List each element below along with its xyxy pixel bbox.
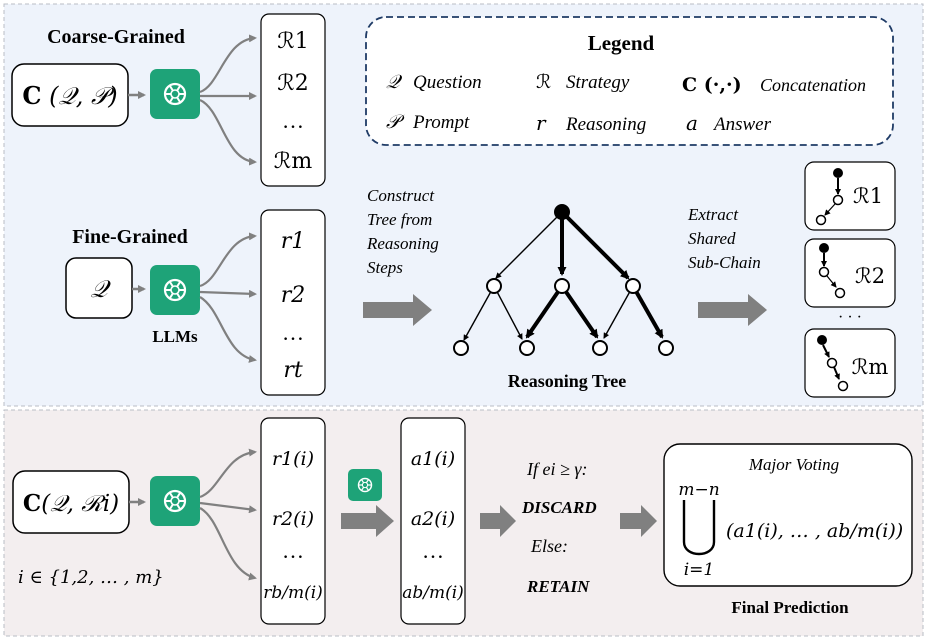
condition-text: If ei ≥ γ: <box>526 459 587 479</box>
subchain-1: ℛ1 <box>804 161 896 231</box>
else-text: Else: <box>530 536 568 556</box>
answer-1: a1(i) <box>411 448 455 470</box>
construct-arrow <box>363 294 432 326</box>
fine-output-2: r2 <box>281 283 306 308</box>
answer-arrow <box>341 505 394 537</box>
answer-last: ab/m(i) <box>402 583 464 603</box>
voting-title: Major Voting <box>748 455 839 474</box>
legend-symbol-concat: C (·,·) <box>682 74 742 96</box>
union-upper: m−n <box>678 480 719 500</box>
subchain-m: ℛm <box>804 328 896 398</box>
union-lower: i=1 <box>684 560 715 580</box>
voting-expression: (a1(i), … , ab/m(i)) <box>726 520 903 542</box>
legend-text-question: Question <box>413 72 482 93</box>
construct-line-3: Reasoning <box>366 234 439 253</box>
voting-box <box>663 443 913 587</box>
reasoning-tree <box>453 204 674 356</box>
extract-line-2: Shared <box>688 229 736 248</box>
index-range: i ∈ {1,2, … , m} <box>18 567 164 588</box>
extract-line-3: Sub-Chain <box>688 253 761 272</box>
fine-input: 𝒬 <box>90 275 111 303</box>
svg-text:ℛ1: ℛ1 <box>853 184 883 208</box>
reasoning-output-last: rb/m(i) <box>263 583 323 603</box>
discard-text: DISCARD <box>521 498 597 517</box>
legend-symbol-strategy: ℛ <box>536 71 551 93</box>
fine-output-1: r1 <box>281 229 306 254</box>
retain-text: RETAIN <box>526 577 590 596</box>
legend-text-prompt: Prompt <box>412 112 470 133</box>
extract-line-1: Extract <box>687 205 739 224</box>
subchain-dots: · · · <box>838 309 862 326</box>
svg-text:ℛm: ℛm <box>852 355 889 379</box>
answer-box <box>400 417 466 625</box>
bottom-input: C(𝒬, ℛi) <box>23 490 119 517</box>
filter-arrow <box>480 505 516 537</box>
coarse-output-2: ℛ2 <box>277 71 309 96</box>
coarse-output-box <box>260 13 326 187</box>
voting-arrow <box>620 505 657 537</box>
coarse-output-dots: … <box>282 108 304 133</box>
answer-dots: … <box>422 538 444 563</box>
subchain-2: ℛ2 <box>804 238 896 308</box>
llm-label: LLMs <box>152 327 198 346</box>
fine-output-box <box>260 209 326 396</box>
reasoning-output-box <box>260 417 326 625</box>
coarse-output-m: ℛm <box>274 149 313 174</box>
coarse-output-1: ℛ1 <box>277 29 309 54</box>
svg-text:ℛ2: ℛ2 <box>855 264 885 288</box>
construct-line-1: Construct <box>367 186 435 205</box>
legend-text-answer: Answer <box>712 114 772 135</box>
legend-text-concat: Concatenation <box>760 75 866 95</box>
final-label: Final Prediction <box>731 598 849 617</box>
legend-box <box>365 16 894 146</box>
fine-title: Fine-Grained <box>72 226 188 248</box>
construct-line-4: Steps <box>367 258 403 277</box>
coarse-input: C (𝒬, 𝒫) <box>22 81 117 110</box>
coarse-title: Coarse-Grained <box>47 26 185 48</box>
legend-symbol-answer: a <box>686 111 698 135</box>
extract-arrow <box>698 294 767 326</box>
construct-line-2: Tree from <box>367 210 432 229</box>
union-symbol <box>682 500 716 556</box>
reasoning-output-1: r1(i) <box>272 448 314 470</box>
reasoning-output-dots: … <box>282 538 304 563</box>
legend-title: Legend <box>588 31 655 55</box>
fine-output-t: rt <box>283 358 303 383</box>
legend-text-reasoning: Reasoning <box>565 114 646 135</box>
legend-symbol-question: 𝒬 <box>386 71 403 93</box>
legend-symbol-reasoning: r <box>536 111 547 135</box>
legend-text-strategy: Strategy <box>566 72 630 93</box>
tree-label: Reasoning Tree <box>508 371 627 391</box>
reasoning-output-2: r2(i) <box>272 508 314 530</box>
answer-2: a2(i) <box>411 508 455 530</box>
fine-output-dots: … <box>282 320 304 345</box>
